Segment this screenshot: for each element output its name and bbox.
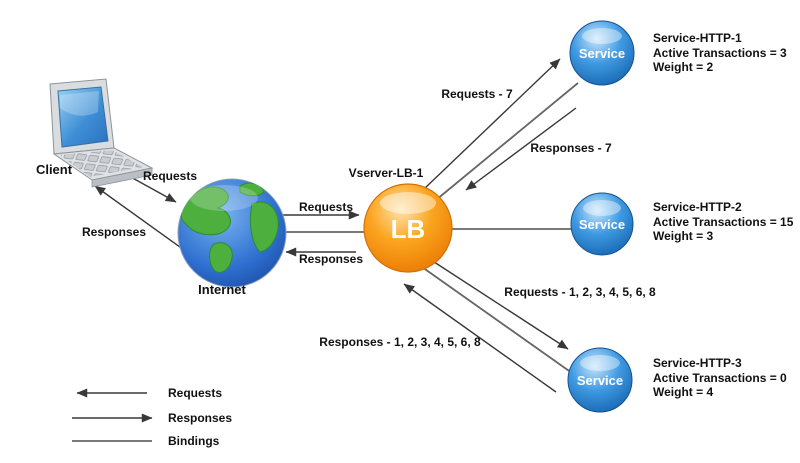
service2-transactions: Active Transactions = 15 bbox=[653, 215, 794, 229]
internet-lb-requests-label: Requests bbox=[299, 200, 353, 214]
service2-sphere-text: Service bbox=[579, 217, 625, 232]
service3-weight: Weight = 4 bbox=[653, 385, 713, 399]
service-sphere-1: Service bbox=[569, 20, 635, 86]
client-laptop-icon bbox=[49, 78, 154, 188]
service2-weight: Weight = 3 bbox=[653, 229, 713, 243]
lb-service1-requests-arrow bbox=[423, 58, 561, 190]
internet-label: Internet bbox=[198, 282, 246, 297]
client-internet-responses-label: Responses bbox=[82, 225, 146, 239]
legend: Requests Responses Bindings bbox=[72, 386, 232, 448]
lb-service1-responses-label: Responses - 7 bbox=[530, 141, 612, 155]
legend-bindings-label: Bindings bbox=[168, 434, 220, 448]
legend-requests-label: Requests bbox=[168, 386, 222, 400]
service1-weight: Weight = 2 bbox=[653, 60, 713, 74]
client-label: Client bbox=[36, 162, 73, 177]
service3-transactions: Active Transactions = 0 bbox=[653, 371, 787, 385]
lb-sphere-text: LB bbox=[391, 214, 426, 244]
client-internet-requests-label: Requests bbox=[143, 169, 197, 183]
lb-service3-requests-label: Requests - 1, 2, 3, 4, 5, 6, 8 bbox=[504, 285, 656, 299]
service3-sphere-text: Service bbox=[577, 373, 623, 388]
service1-name: Service-HTTP-1 bbox=[653, 31, 742, 45]
vserver-title: Vserver-LB-1 bbox=[349, 166, 424, 180]
service1-info: Service-HTTP-1 Active Transactions = 3 W… bbox=[653, 31, 787, 74]
service2-info: Service-HTTP-2 Active Transactions = 15 … bbox=[653, 200, 794, 243]
service1-sphere-text: Service bbox=[579, 46, 625, 61]
lb-service1-responses-arrow bbox=[465, 107, 577, 191]
lb-service3-responses-arrow bbox=[403, 283, 557, 393]
lb-service3-responses-label: Responses - 1, 2, 3, 4, 5, 6, 8 bbox=[319, 335, 481, 349]
service-sphere-2: Service bbox=[570, 192, 634, 256]
internet-lb-responses-label: Responses bbox=[299, 252, 363, 266]
lb-service1-binding-line bbox=[435, 82, 579, 201]
service1-transactions: Active Transactions = 3 bbox=[653, 46, 787, 60]
lb-service3-requests-arrow bbox=[427, 257, 569, 350]
lb-service3-binding-line bbox=[421, 266, 573, 374]
internet-globe-icon bbox=[177, 178, 287, 288]
legend-responses-label: Responses bbox=[168, 411, 232, 425]
service3-name: Service-HTTP-3 bbox=[653, 356, 742, 370]
service3-info: Service-HTTP-3 Active Transactions = 0 W… bbox=[653, 356, 787, 399]
service-sphere-3: Service bbox=[567, 347, 633, 413]
service2-name: Service-HTTP-2 bbox=[653, 200, 742, 214]
lb-sphere: LB bbox=[363, 183, 453, 273]
lb-service1-requests-label: Requests - 7 bbox=[441, 87, 513, 101]
